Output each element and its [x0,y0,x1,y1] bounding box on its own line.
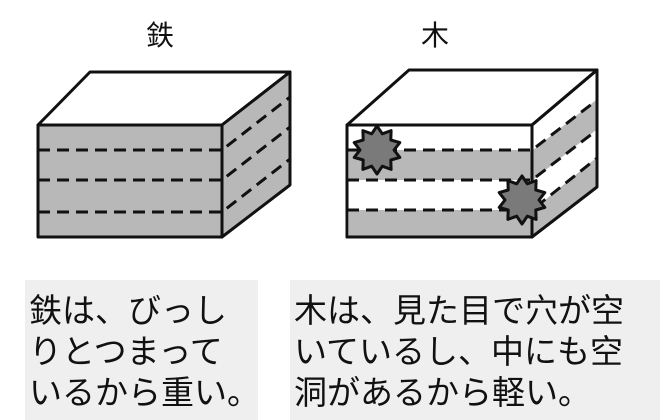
wood-caption: 木は、見た目で穴が空 いているし、中にも空 洞があるから軽い。 [290,280,660,420]
iron-cube [36,70,292,239]
wood-cube [345,68,599,239]
iron-caption: 鉄は、びっし りとつまって いるから重い。 [25,280,260,420]
wood-title: 木 [420,19,449,52]
wood-dashed-layers [347,98,598,212]
caption-line: 洞があるから軽い。 [294,373,591,412]
caption-line: 鉄は、びっし [29,291,227,330]
caption-line: 木は、見た目で穴が空 [294,291,624,330]
caption-line: いるから重い。 [29,373,260,412]
iron-dashed-layers [38,95,291,214]
caption-line: りとつまって [29,332,223,371]
hole-icon [352,124,402,176]
cube-diagram [36,68,599,239]
hole-icon [497,174,547,226]
iron-cube-side [220,70,292,239]
iron-title: 鉄 [145,19,174,52]
caption-line: いているし、中にも空 [294,332,624,371]
wood-cube-top [345,68,599,127]
